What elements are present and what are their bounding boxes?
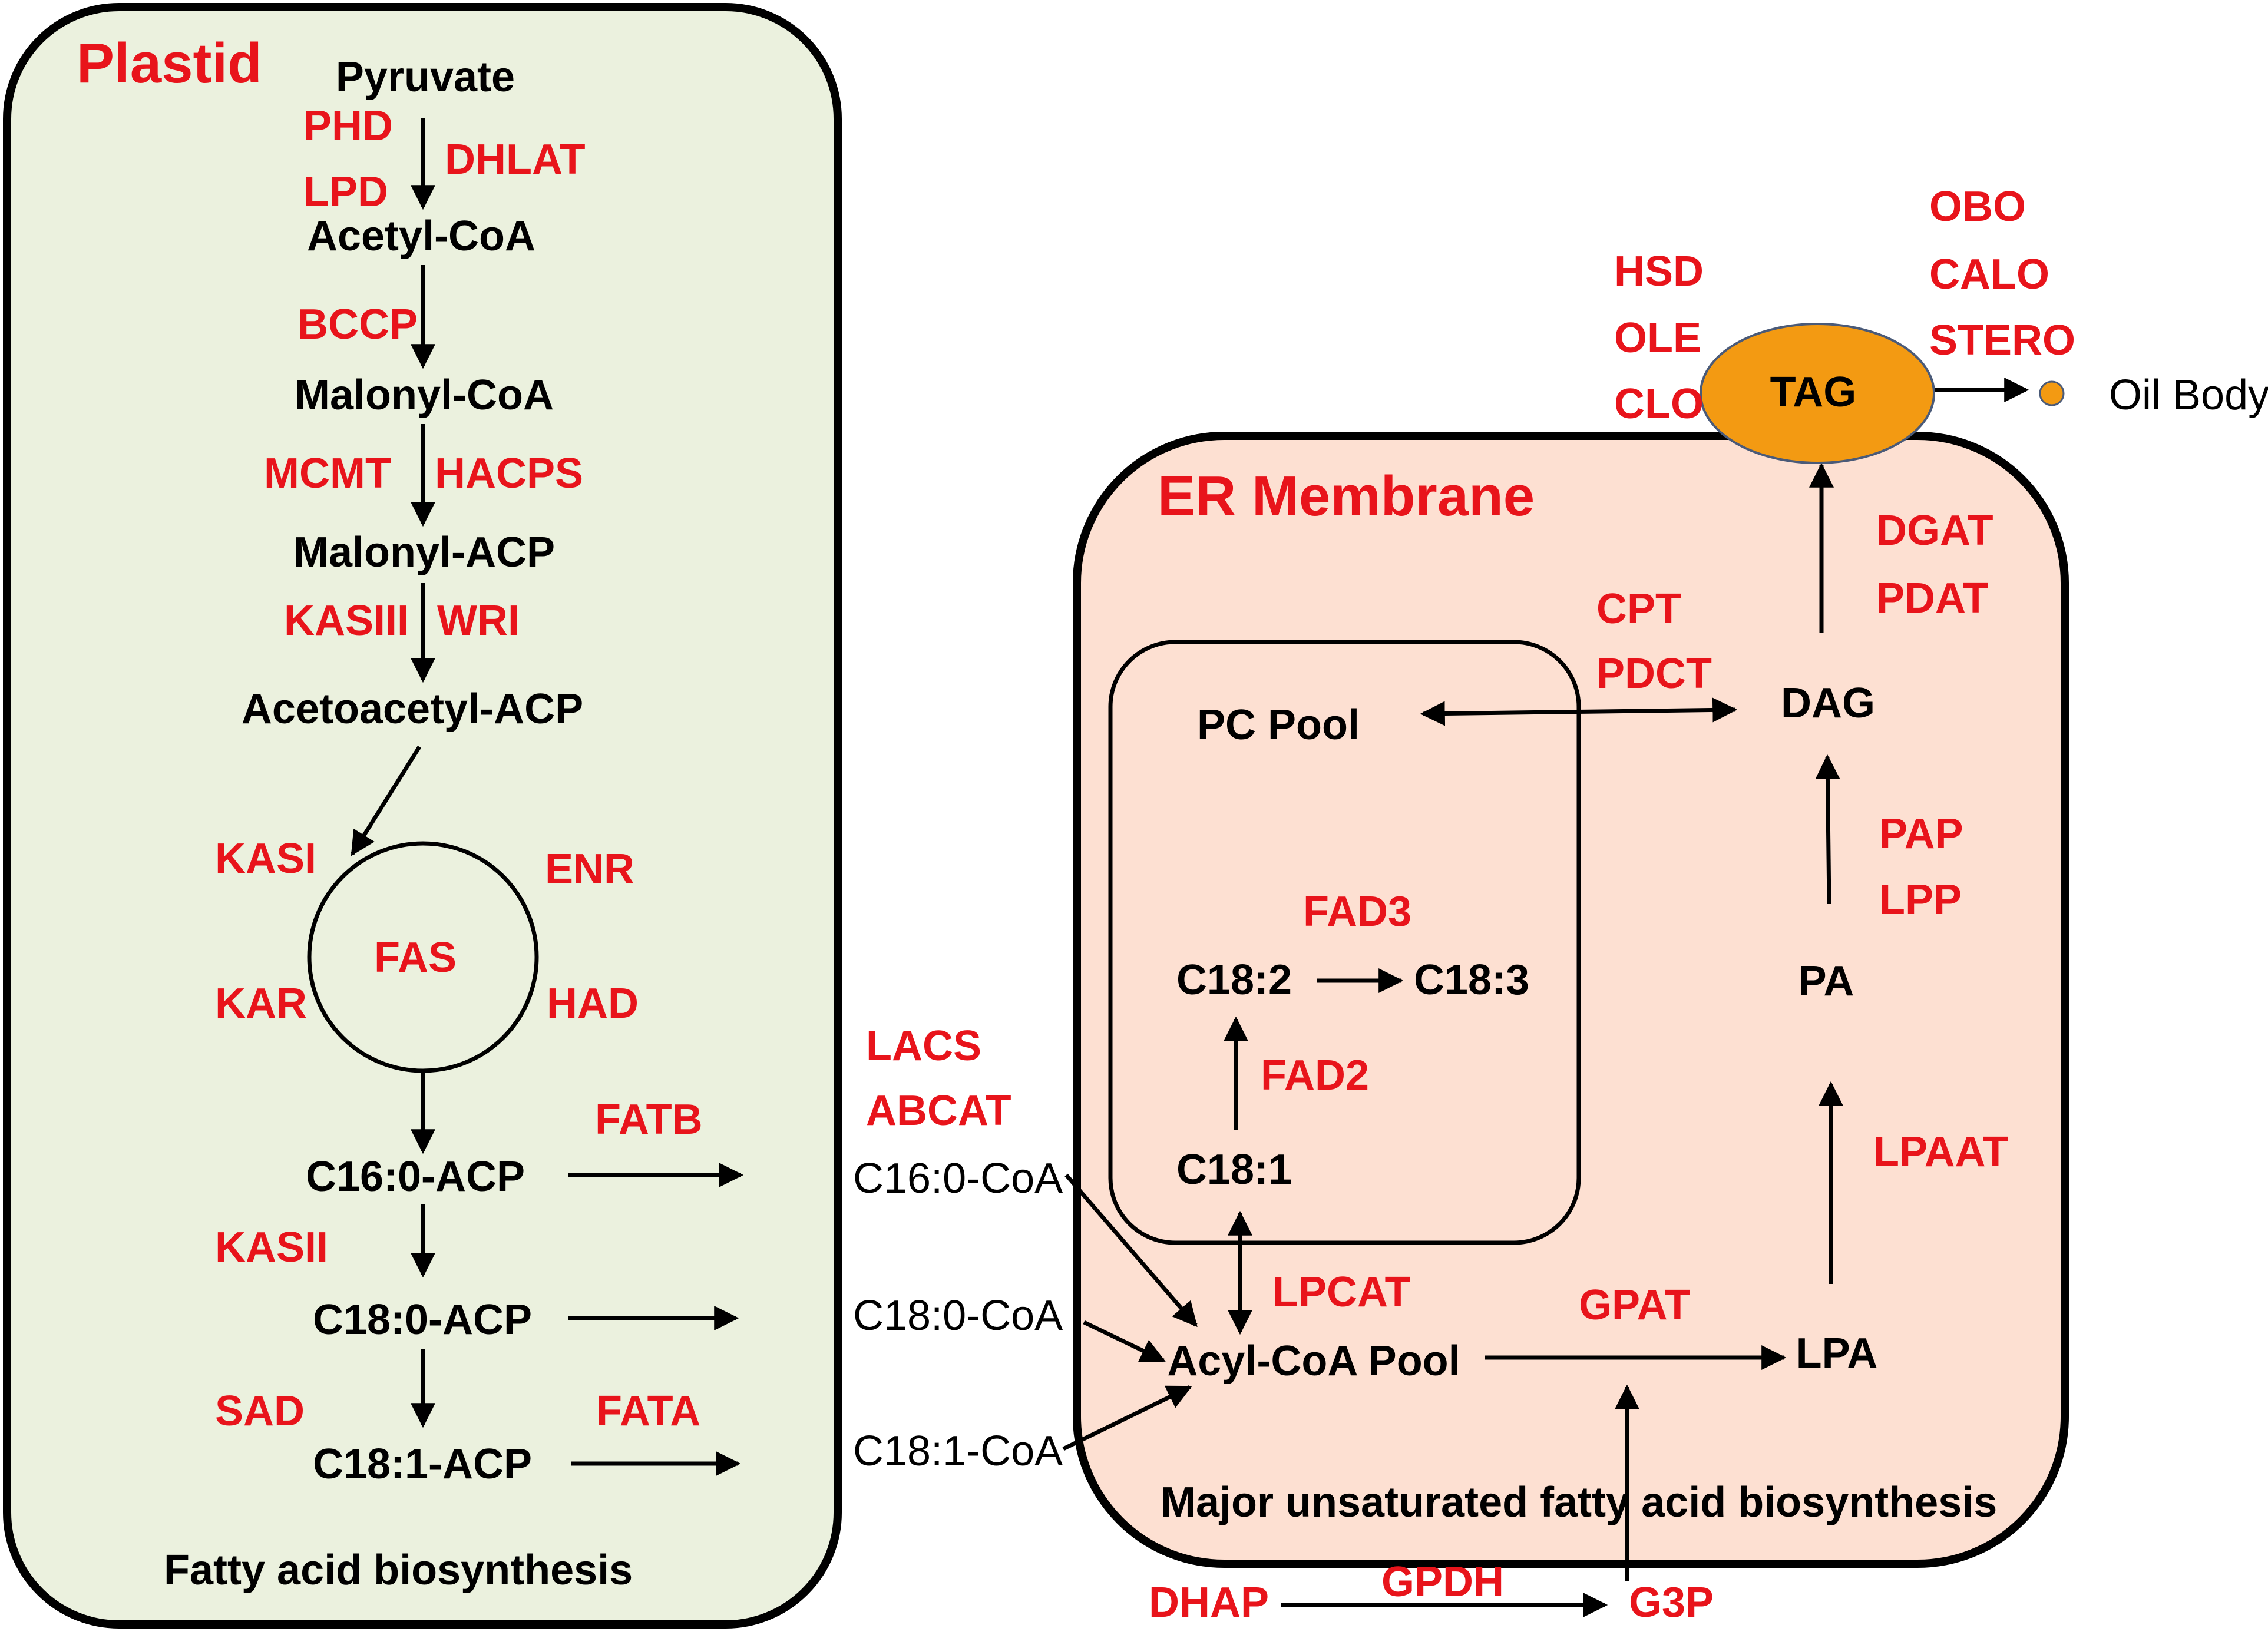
pc-pool-label: PC Pool <box>1197 701 1360 749</box>
arrow-pa-to-dag <box>1815 754 1840 905</box>
enzyme-lpd: LPD <box>303 168 388 216</box>
fas-label: FAS <box>374 934 457 981</box>
c16-0-acp-label: C16:0-ACP <box>306 1153 525 1200</box>
enzyme-kasii: KASII <box>215 1224 328 1271</box>
enzyme-had: HAD <box>547 980 639 1027</box>
enzyme-pap: PAP <box>1879 810 1963 858</box>
enzyme-kar: KAR <box>215 980 307 1027</box>
c16-0-coa-label: C16:0-CoA <box>853 1155 1063 1202</box>
c18-1-acp-label: C18:1-ACP <box>313 1441 532 1488</box>
pa-label: PA <box>1798 958 1854 1005</box>
enzyme-fad3: FAD3 <box>1303 888 1411 935</box>
enzyme-hsd: HSD <box>1614 248 1704 295</box>
er-footer: Major unsaturated fatty acid biosynthesi… <box>1161 1479 1997 1526</box>
enzyme-lpaat: LPAAT <box>1873 1128 2008 1176</box>
enzyme-lacs: LACS <box>866 1022 981 1070</box>
g3p-label: G3P <box>1629 1579 1714 1626</box>
arrow-c18-1-coa-to-acyl-coa-pool <box>1062 1385 1192 1451</box>
enzyme-gpat: GPAT <box>1579 1282 1690 1329</box>
enzyme-fad2: FAD2 <box>1261 1052 1369 1099</box>
enzyme-clo: CLO <box>1614 380 1704 428</box>
pyruvate-label: Pyruvate <box>336 54 515 101</box>
enzyme-abcat: ABCAT <box>866 1087 1011 1134</box>
enzyme-mcmt: MCMT <box>264 450 391 497</box>
pc-pool-compartment <box>1108 640 1581 1245</box>
arrow-c18-0-coa-to-acyl-coa-pool <box>1083 1320 1166 1363</box>
acyl-coa-pool-label: Acyl-CoA Pool <box>1167 1338 1460 1385</box>
enzyme-cpt: CPT <box>1596 585 1681 633</box>
enzyme-dgat: DGAT <box>1876 507 1993 554</box>
c18-0-acp-label: C18:0-ACP <box>313 1296 532 1343</box>
er-membrane-compartment <box>1073 432 2069 1568</box>
c18-0-coa-label: C18:0-CoA <box>853 1292 1063 1339</box>
dag-label: DAG <box>1781 680 1875 727</box>
c18-2-label: C18:2 <box>1176 956 1292 1004</box>
oil-body-label: Oil Body <box>2109 372 2268 419</box>
tag-label: TAG <box>1770 369 1857 416</box>
lpa-label: LPA <box>1796 1330 1878 1377</box>
malonyl-coa-label: Malonyl-CoA <box>295 372 554 419</box>
arrow-c16-coa-to-acyl-coa-pool <box>1064 1173 1198 1328</box>
arrow-pc-pool-dag-exchange <box>1420 697 1738 726</box>
c18-3-label: C18:3 <box>1414 956 1529 1004</box>
c18-1-label: C18:1 <box>1176 1146 1292 1193</box>
enzyme-fatb: FATB <box>595 1096 703 1143</box>
dhap-label: DHAP <box>1149 1579 1269 1626</box>
acetyl-coa-label: Acetyl-CoA <box>307 213 535 260</box>
enzyme-stero: STERO <box>1929 317 2075 364</box>
enzyme-obo: OBO <box>1929 183 2026 230</box>
enzyme-lpp: LPP <box>1879 876 1962 924</box>
plastid-footer: Fatty acid biosynthesis <box>164 1547 633 1594</box>
malonyl-acp-label: Malonyl-ACP <box>293 529 555 576</box>
enzyme-dhlat: DHLAT <box>445 136 586 183</box>
tag-droplet <box>1700 323 1935 464</box>
c18-1-coa-label: C18:1-CoA <box>853 1428 1063 1475</box>
plastid-compartment <box>3 3 842 1629</box>
enzyme-sad: SAD <box>215 1388 305 1435</box>
arrow-acetoacetyl-acp-to-fas <box>351 746 421 856</box>
enzyme-phd: PHD <box>303 102 393 150</box>
enzyme-pdct: PDCT <box>1596 650 1712 697</box>
enzyme-calo: CALO <box>1929 251 2049 298</box>
enzyme-gpdh: GPDH <box>1381 1558 1504 1606</box>
enzyme-bccp: BCCP <box>297 301 418 348</box>
oil-body-dot <box>2039 380 2065 406</box>
acetoacetyl-acp-label: Acetoacetyl-ACP <box>242 686 583 733</box>
plastid-title: Plastid <box>77 32 262 95</box>
enzyme-kasiii: KASIII <box>284 597 409 644</box>
enzyme-hacps: HACPS <box>435 450 583 497</box>
enzyme-kasi: KASI <box>215 835 316 882</box>
enzyme-enr: ENR <box>545 846 634 893</box>
enzyme-wri: WRI <box>437 597 520 644</box>
er-membrane-title: ER Membrane <box>1158 465 1535 528</box>
enzyme-pdat: PDAT <box>1876 575 1989 622</box>
enzyme-fata: FATA <box>596 1388 700 1435</box>
enzyme-lpcat: LPCAT <box>1272 1269 1411 1316</box>
enzyme-ole: OLE <box>1614 315 1701 362</box>
